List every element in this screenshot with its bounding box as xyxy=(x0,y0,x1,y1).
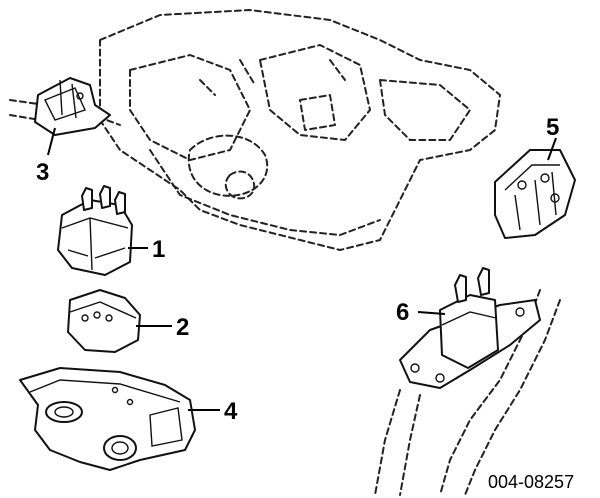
leader-lines xyxy=(47,127,557,411)
leader-5 xyxy=(547,137,557,161)
leader-3 xyxy=(47,127,56,156)
transmission-support xyxy=(19,367,196,471)
right-mount-bracket xyxy=(494,149,576,239)
engine-phantom-outline xyxy=(9,9,501,251)
callout-4: 4 xyxy=(224,398,238,425)
figure-id: 004-08257 xyxy=(488,472,574,492)
callout-2: 2 xyxy=(176,314,189,341)
engine-insulator xyxy=(57,185,133,276)
heat-shield xyxy=(67,289,141,353)
callout-5: 5 xyxy=(546,114,559,141)
leader-6 xyxy=(417,311,446,315)
rear-transmission-mount xyxy=(399,267,541,389)
callout-1: 1 xyxy=(152,236,165,263)
left-mount-bracket xyxy=(34,77,111,136)
callout-3: 3 xyxy=(36,159,49,186)
callout-6: 6 xyxy=(396,299,409,326)
